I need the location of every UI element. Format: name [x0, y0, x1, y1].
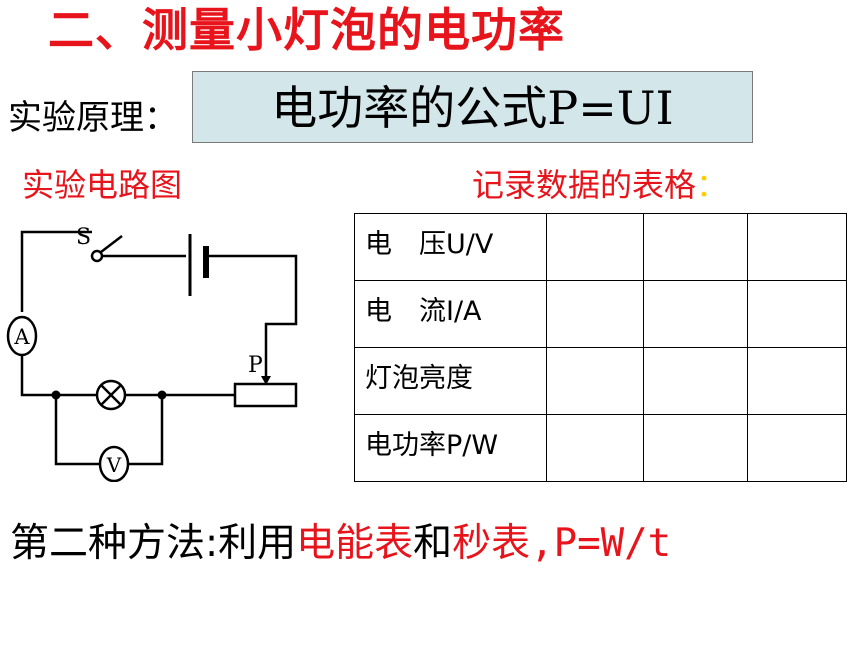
table-row: 电 流I/A [354, 280, 847, 348]
wire-voltmeter-right [128, 395, 164, 466]
method-prefix: 第二种方法:利用 [10, 521, 297, 566]
method-stopwatch: 秒表 [452, 521, 531, 566]
table-cell [747, 347, 847, 415]
switch-blade [100, 235, 123, 253]
row-label-voltage: 电 压U/V [354, 213, 547, 281]
table-row: 电功率P/W [354, 414, 847, 482]
data-table: 电 压U/V 电 流I/A 灯泡亮度 电功率P/W [354, 213, 847, 482]
table-cell [747, 213, 847, 281]
row-label-brightness: 灯泡亮度 [354, 347, 547, 415]
method-meter: 电能表 [296, 521, 414, 566]
table-cell [546, 213, 644, 281]
table-cell [643, 213, 748, 281]
second-method-line: 第二种方法:利用电能表和秒表,P=W/t [10, 512, 671, 568]
junction-left [51, 390, 61, 400]
table-cell [747, 414, 847, 482]
table-cell [546, 414, 644, 482]
voltmeter-label: V [106, 453, 122, 477]
principle-label: 实验原理： [8, 98, 178, 138]
table-row: 灯泡亮度 [354, 347, 847, 415]
circuit-diagram: S A P V [6, 225, 298, 482]
rheostat [233, 382, 298, 408]
wire-top-left [20, 230, 92, 297]
table-heading-colon: ： [696, 166, 729, 204]
wire-voltmeter-left [54, 395, 100, 466]
table-cell [643, 347, 748, 415]
wire-top-right [208, 254, 298, 380]
row-label-current: 电 流I/A [354, 280, 547, 348]
table-cell [747, 280, 847, 348]
table-cell [643, 280, 748, 348]
switch-contact [90, 249, 104, 263]
table-heading: 记录数据的表格： [472, 160, 728, 206]
junction-right [157, 390, 167, 400]
switch-label: S [76, 225, 91, 250]
lamp-cross-2 [100, 384, 122, 406]
table-cell [546, 280, 644, 348]
rheostat-slider-label: P [248, 353, 263, 378]
table-cell [546, 347, 644, 415]
method-joiner: 和 [413, 521, 453, 566]
ammeter-label: A [13, 325, 30, 349]
circuit-heading: 实验电路图 [22, 166, 183, 204]
row-label-power: 电功率P/W [354, 414, 547, 482]
table-cell [643, 414, 748, 482]
table-row: 电 压U/V [354, 213, 847, 281]
formula-box: 电功率的公式P=UI [192, 71, 753, 143]
method-formula: ,P=W/t [530, 521, 672, 566]
slider-arrow [261, 376, 271, 385]
wire-left-lower [20, 355, 96, 397]
table-heading-text: 记录数据的表格 [472, 166, 697, 204]
page-title: 二、测量小灯泡的电功率 [48, 3, 565, 57]
